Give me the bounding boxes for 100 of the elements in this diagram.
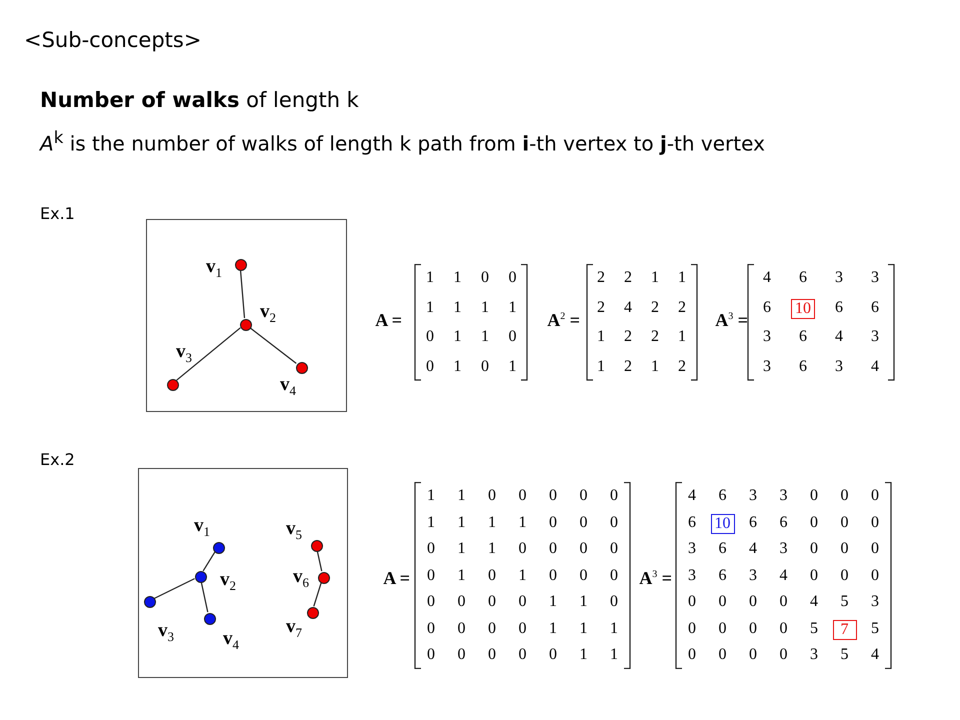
matrix-entry: 2 [623, 358, 633, 376]
vertex-label: v$_{3}$ [176, 341, 192, 366]
matrix-entry: 1 [452, 298, 462, 316]
edge-line [239, 269, 245, 318]
matrix-entry: 4 [778, 566, 788, 584]
matrix-entry: 0 [609, 514, 619, 532]
matrix-entry: 1 [518, 566, 528, 584]
edge-line [200, 581, 208, 612]
matrix-entry: 0 [518, 593, 528, 611]
vertex-dot [296, 362, 308, 374]
edge-line [202, 551, 215, 571]
matrix-entry: 3 [778, 487, 788, 505]
matrix-entry: 1 [426, 514, 436, 532]
matrix-entry: 1 [650, 269, 660, 287]
matrix-entry: 0 [548, 487, 558, 505]
matrix-entry: 0 [687, 593, 697, 611]
matrix-entry: 1 [480, 328, 490, 346]
matrix-entry: 0 [609, 593, 619, 611]
matrix-entry: 0 [748, 646, 758, 664]
matrix-entry: 0 [480, 358, 490, 376]
matrix-entry: 0 [518, 540, 528, 558]
matrix-entry: 0 [609, 487, 619, 505]
matrix-entry: 6 [718, 540, 728, 558]
matrix-entry: 1 [596, 328, 606, 346]
matrix-entry: 6 [778, 514, 788, 532]
matrix-entry: 0 [718, 646, 728, 664]
matrix-entry: 2 [650, 328, 660, 346]
matrix-entry: 1 [452, 269, 462, 287]
matrix-entry: 0 [748, 593, 758, 611]
matrix-entry: 0 [548, 514, 558, 532]
matrix-entry: 3 [748, 487, 758, 505]
matrix-entry: 0 [426, 540, 436, 558]
matrix-entry: 0 [518, 646, 528, 664]
vertex-dot [167, 379, 179, 391]
graph-frame [138, 468, 348, 678]
matrix-name: A = [375, 310, 402, 331]
matrix-entry: 0 [578, 566, 588, 584]
matrix-entry: 5 [840, 646, 850, 664]
matrix-name: A$^{2}$ = [547, 310, 580, 331]
matrix-entry: 0 [426, 566, 436, 584]
vertex-dot [213, 542, 225, 554]
matrix-entry: 1 [609, 646, 619, 664]
matrix-entry: 0 [518, 487, 528, 505]
vertex-label: v$_{4}$ [280, 374, 296, 399]
matrix-entry: 4 [870, 358, 880, 376]
matrix-entry: 1 [426, 487, 436, 505]
matrix-entry: 0 [840, 540, 850, 558]
matrix-entry: 3 [748, 566, 758, 584]
matrix-entry: 10 [710, 514, 734, 534]
matrix-entry: 0 [870, 514, 880, 532]
matrix-entry: 0 [508, 328, 518, 346]
matrix-entry: 0 [456, 593, 466, 611]
vertex-dot [144, 596, 156, 608]
matrix-entry: 3 [762, 328, 772, 346]
matrix-entry: 1 [456, 487, 466, 505]
matrix-entry: 0 [487, 593, 497, 611]
matrix-entry: 1 [677, 328, 687, 346]
matrix-entry: 1 [425, 298, 435, 316]
example-label: Ex.1 [40, 204, 75, 223]
matrix-entry: 0 [687, 646, 697, 664]
matrix-entry: 1 [456, 540, 466, 558]
matrix-entry: 0 [518, 620, 528, 638]
example-label: Ex.2 [40, 450, 75, 469]
matrix-entry: 0 [809, 487, 819, 505]
matrix-entry: 6 [870, 298, 880, 316]
matrix-name: A = [383, 568, 410, 589]
matrix-entry: 0 [609, 566, 619, 584]
matrix-entry: 1 [452, 358, 462, 376]
matrix-entry: 1 [609, 620, 619, 638]
matrix-entry: 0 [870, 487, 880, 505]
matrix-entry: 1 [677, 269, 687, 287]
matrix-entry: 0 [480, 269, 490, 287]
edge-line [248, 326, 296, 364]
matrix-entry: 0 [426, 593, 436, 611]
matrix-entry: 0 [578, 540, 588, 558]
vertex-dot [307, 607, 319, 619]
matrix-entry: 2 [677, 358, 687, 376]
matrix-entry: 0 [578, 487, 588, 505]
vertex-dot [240, 319, 252, 331]
matrix-entry: 0 [456, 646, 466, 664]
matrix-entry: 0 [487, 620, 497, 638]
matrix-entry: 0 [840, 487, 850, 505]
matrix-entry: 0 [548, 540, 558, 558]
matrix-entry: 6 [718, 487, 728, 505]
matrix-entry: 1 [578, 593, 588, 611]
matrix-entry: 0 [809, 514, 819, 532]
matrix-entry: 6 [798, 269, 808, 287]
matrix-entry: 1 [487, 540, 497, 558]
matrix-entry: 6 [748, 514, 758, 532]
matrix-entry: 2 [596, 269, 606, 287]
matrix-entry: 3 [870, 269, 880, 287]
matrix-entry: 1 [480, 298, 490, 316]
vertex-dot [195, 571, 207, 583]
matrix-entry: 0 [718, 593, 728, 611]
matrix-entry: 0 [426, 620, 436, 638]
matrix-entry: 3 [687, 540, 697, 558]
matrix-entry: 0 [426, 646, 436, 664]
matrix-entry: 0 [778, 646, 788, 664]
vertex-label: v$_{1}$ [206, 256, 222, 281]
matrix-entry: 0 [718, 620, 728, 638]
